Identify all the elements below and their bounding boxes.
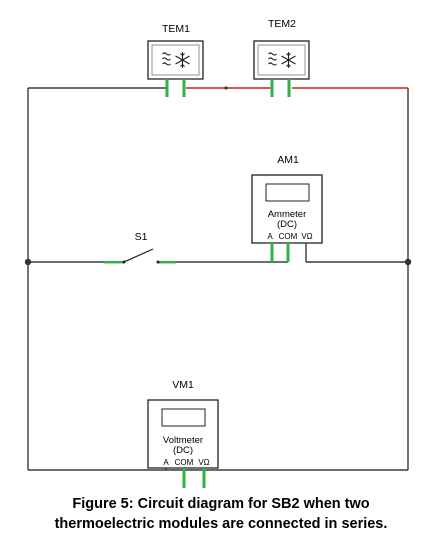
- am1-label: AM1: [277, 154, 299, 166]
- tem1: TEM1: [147, 23, 204, 97]
- tem2-inner: [257, 44, 306, 76]
- tem1-inner: [151, 44, 200, 76]
- ammeter-terminal-com: COM: [279, 232, 298, 241]
- ammeter-terminal-a-lead: [270, 243, 274, 262]
- voltmeter-display: [161, 408, 206, 427]
- switch-contact-right: [156, 260, 160, 264]
- caption-line-2: thermoelectric modules are connected in …: [54, 516, 388, 532]
- ammeter-terminal-com-lead: [286, 243, 290, 262]
- voltmeter-mode: (DC): [173, 445, 193, 456]
- voltmeter-terminal-v: VΩ: [198, 458, 209, 467]
- tem1-label: TEM1: [162, 23, 190, 35]
- wire-node-top: [224, 86, 228, 90]
- switch-blade: [123, 248, 154, 263]
- junctions: [24, 258, 412, 266]
- voltmeter-terminal-v-lead: [202, 468, 206, 488]
- voltmeter-title: Voltmeter: [163, 435, 203, 446]
- ammeter-terminal-a: A: [267, 232, 273, 241]
- ammeter-mode: (DC): [277, 219, 297, 230]
- ammeter-terminal-v: VΩ: [301, 232, 312, 241]
- thermoelectric-module-icon: [162, 52, 190, 68]
- thermoelectric-module-icon: [268, 52, 296, 68]
- tem1-terminal-left: [165, 79, 169, 97]
- s1-label: S1: [135, 231, 148, 243]
- tem2-terminal-left: [270, 79, 274, 97]
- tem2-terminal-right: [287, 79, 291, 97]
- ammeter-display: [265, 183, 310, 202]
- tem2: TEM2: [253, 18, 310, 97]
- voltmeter-terminal-a: A: [163, 458, 169, 467]
- voltmeter-terminal-com-lead: [182, 468, 186, 488]
- switch-terminal-right: [158, 261, 176, 264]
- switch-s1: S1: [104, 231, 176, 264]
- junction-right: [404, 258, 412, 266]
- ammeter-title: Ammeter: [268, 209, 307, 220]
- voltmeter-vm1: VM1 Voltmeter (DC) A COM VΩ: [147, 379, 219, 488]
- wires: [27, 87, 409, 471]
- switch-terminal-left: [104, 261, 124, 264]
- vm1-label: VM1: [172, 379, 194, 391]
- tem2-label: TEM2: [268, 18, 296, 30]
- ammeter-am1: AM1 Ammeter (DC) A COM VΩ: [251, 154, 323, 262]
- caption-line-1: Figure 5: Circuit diagram for SB2 when t…: [72, 496, 370, 512]
- figure-caption: Figure 5: Circuit diagram for SB2 when t…: [0, 494, 442, 534]
- voltmeter-terminal-com: COM: [175, 458, 194, 467]
- junction-left: [24, 258, 32, 266]
- tem1-terminal-right: [182, 79, 186, 97]
